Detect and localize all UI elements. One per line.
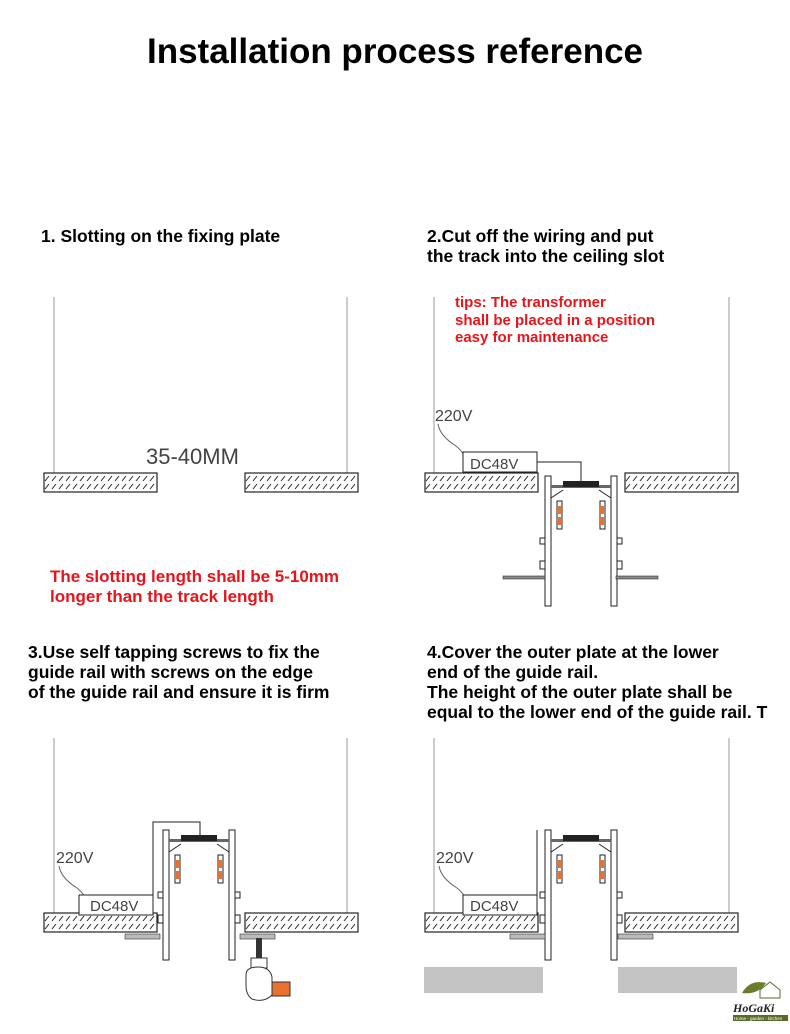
drill-icon [245,938,291,1001]
outer-plate-right [618,967,737,993]
dimension-label: 35-40MM [146,444,239,469]
logo-name: HoGaKi [732,1001,775,1015]
slotting-note: The slotting length shall be 5-10mm long… [50,567,340,606]
logo: HoGaKi Home - garden - kitchen [732,981,788,1021]
voltage-out-label: DC48V [470,898,518,915]
step-3-title: 3.Use self tapping screws to fix the gui… [28,642,330,702]
voltage-in-label: 220V [435,408,473,425]
step-2-title: 2.Cut off the wiring and put the track i… [427,226,665,266]
voltage-out-label: DC48V [90,898,138,915]
diagram-step-3: 220V DC48V [43,738,359,1001]
transformer-tip: tips: The transformer shall be placed in… [455,294,656,346]
step-4-title: 4.Cover the outer plate at the lower end… [427,642,768,722]
outer-plate-left [424,967,543,993]
diagram-step-2: 220V DC48V [424,297,739,607]
step-1-title: 1. Slotting on the fixing plate [41,226,281,246]
voltage-in-label: 220V [56,850,94,867]
voltage-out-label: DC48V [470,456,518,473]
logo-tagline: Home - garden - kitchen [734,1016,783,1021]
diagram-step-4: 220V DC48V [424,738,739,993]
voltage-in-label: 220V [436,850,474,867]
diagram-step-1: 35-40MM [43,297,359,493]
page-title: Installation process reference [146,32,644,71]
